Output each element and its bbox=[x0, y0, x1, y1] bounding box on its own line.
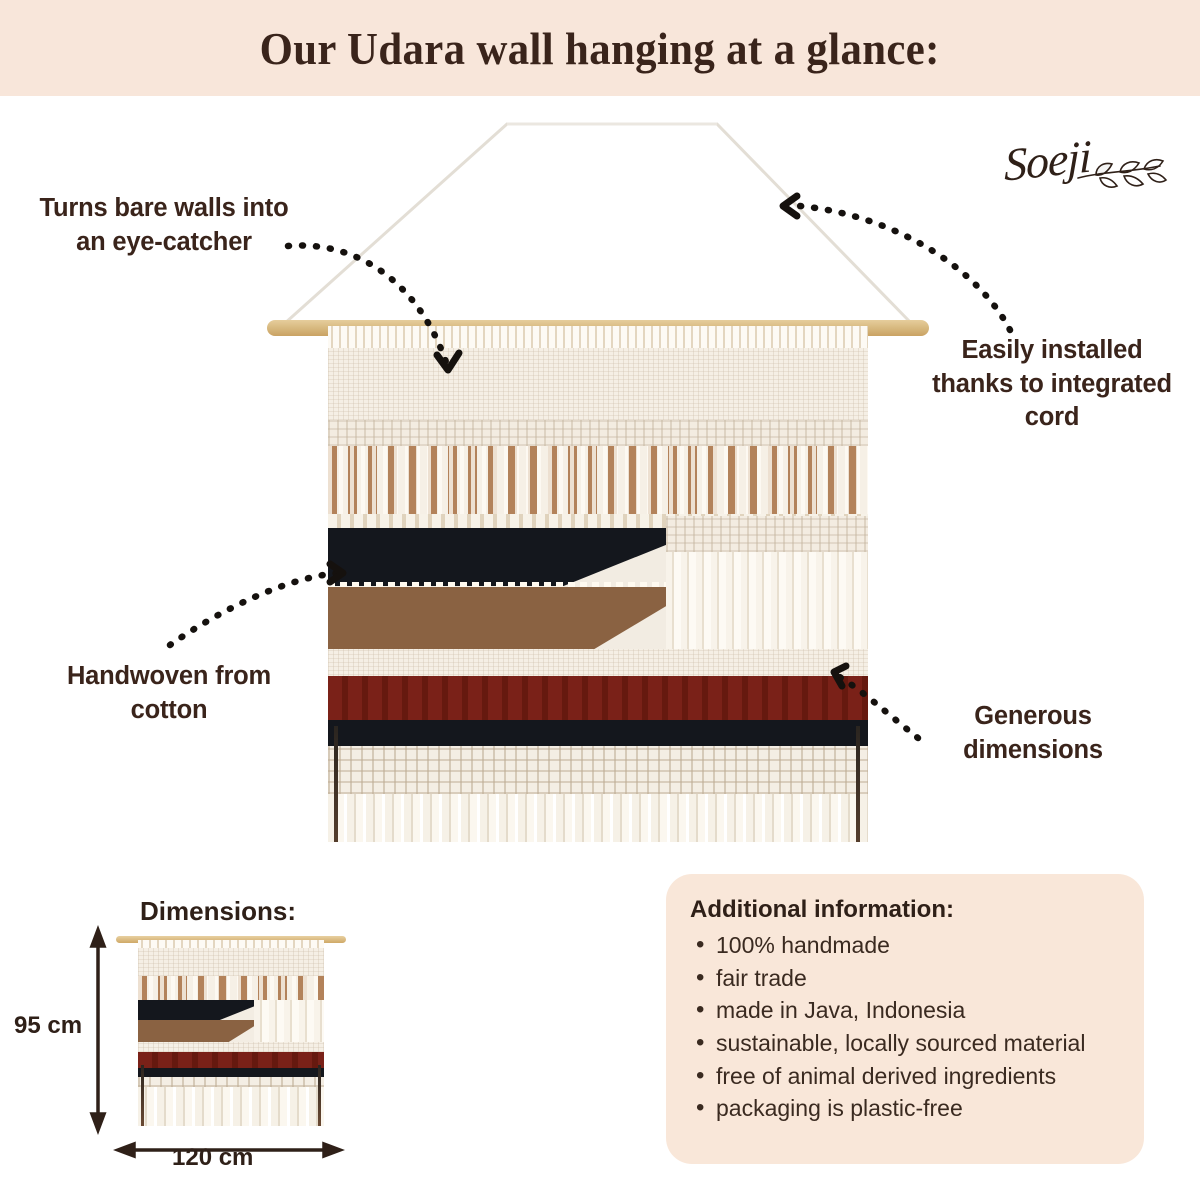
list-item: sustainable, locally sourced material bbox=[690, 1026, 1118, 1060]
weave-dark-strand-right bbox=[856, 726, 860, 842]
mini-camel-loop bbox=[138, 976, 324, 1000]
weave-camel-block bbox=[328, 587, 698, 649]
weave-black-block bbox=[328, 528, 708, 586]
mini-black-stripe bbox=[138, 1068, 324, 1077]
mini-knot-row bbox=[138, 940, 324, 948]
mini-cream-upper bbox=[138, 948, 324, 976]
list-item: free of animal derived ingredients bbox=[690, 1059, 1118, 1093]
wall-hanging-product-image bbox=[262, 112, 934, 842]
leaf-branch-icon bbox=[1077, 158, 1168, 188]
mini-wooden-dowel bbox=[116, 936, 346, 943]
mini-cream-mid bbox=[138, 1042, 324, 1052]
dimension-width-label: 120 cm bbox=[172, 1144, 254, 1171]
callout-handwoven: Handwoven from cotton bbox=[24, 660, 314, 727]
mini-dark-strand-left bbox=[141, 1065, 144, 1126]
weave-black-stripe bbox=[328, 720, 868, 746]
weave-nubby-row bbox=[328, 420, 868, 446]
callout-eye-catcher-line1: Turns bare walls into bbox=[39, 194, 289, 222]
mini-maroon-band bbox=[138, 1052, 324, 1068]
brand-logo-text: Soeji bbox=[1004, 130, 1091, 191]
header-banner: Our Udara wall hanging at a glance: bbox=[0, 0, 1200, 96]
weave-maroon-braid-band bbox=[328, 676, 868, 720]
dimensions-product-thumbnail bbox=[116, 930, 346, 1130]
dimension-measure-lines bbox=[89, 925, 345, 1159]
page-title: Our Udara wall hanging at a glance: bbox=[259, 22, 941, 74]
woven-textile bbox=[328, 326, 868, 842]
weave-camel-loop-band bbox=[328, 446, 868, 520]
weave-dark-strand-left bbox=[334, 726, 338, 842]
list-item: fair trade bbox=[690, 961, 1118, 995]
weave-right-nubby bbox=[666, 516, 868, 552]
mini-dark-strand-right bbox=[318, 1065, 321, 1126]
callout-easily-installed: Easily installed thanks to integrated co… bbox=[912, 334, 1192, 435]
callout-generous-dimensions: Generous dimensions bbox=[918, 700, 1148, 767]
callout-installed-line2: thanks to integrated bbox=[932, 369, 1172, 398]
weave-cream-field-lower bbox=[328, 649, 868, 679]
callout-generous-line2: dimensions bbox=[963, 735, 1103, 764]
list-item: packaging is plastic-free bbox=[690, 1091, 1118, 1125]
brand-logo: Soeji bbox=[1000, 128, 1178, 214]
list-item: 100% handmade bbox=[690, 928, 1118, 962]
mini-woven-textile bbox=[138, 940, 324, 1126]
callout-installed-line1: Easily installed bbox=[961, 336, 1143, 364]
callout-handwoven-line1: Handwoven from bbox=[66, 662, 272, 690]
dimension-height-label: 95 cm bbox=[14, 1012, 83, 1039]
weave-knot-row bbox=[328, 326, 868, 348]
list-item: made in Java, Indonesia bbox=[690, 993, 1118, 1027]
callout-installed-line3: cord bbox=[1024, 403, 1080, 432]
mini-waffle-band bbox=[138, 1077, 324, 1087]
mini-camel-block bbox=[138, 1020, 264, 1042]
callout-eye-catcher: Turns bare walls into an eye-catcher bbox=[14, 192, 314, 259]
weave-bottom-fringe bbox=[328, 794, 868, 842]
weave-cream-field-upper bbox=[328, 348, 868, 420]
callout-handwoven-line2: cotton bbox=[130, 695, 208, 724]
hanging-cord bbox=[282, 122, 914, 326]
callout-eye-catcher-line2: an eye-catcher bbox=[76, 227, 252, 256]
additional-information-list: 100% handmade fair trade made in Java, I… bbox=[690, 928, 1118, 1125]
additional-information-title: Additional information: bbox=[690, 896, 954, 923]
weave-waffle-band bbox=[328, 746, 868, 794]
dimensions-title: Dimensions: bbox=[140, 896, 297, 926]
mini-bottom-fringe bbox=[138, 1087, 324, 1126]
weave-white-stitch-row bbox=[328, 582, 708, 587]
callout-generous-line1: Generous bbox=[974, 702, 1092, 730]
additional-information-card: Additional information: 100% handmade fa… bbox=[666, 874, 1144, 1164]
